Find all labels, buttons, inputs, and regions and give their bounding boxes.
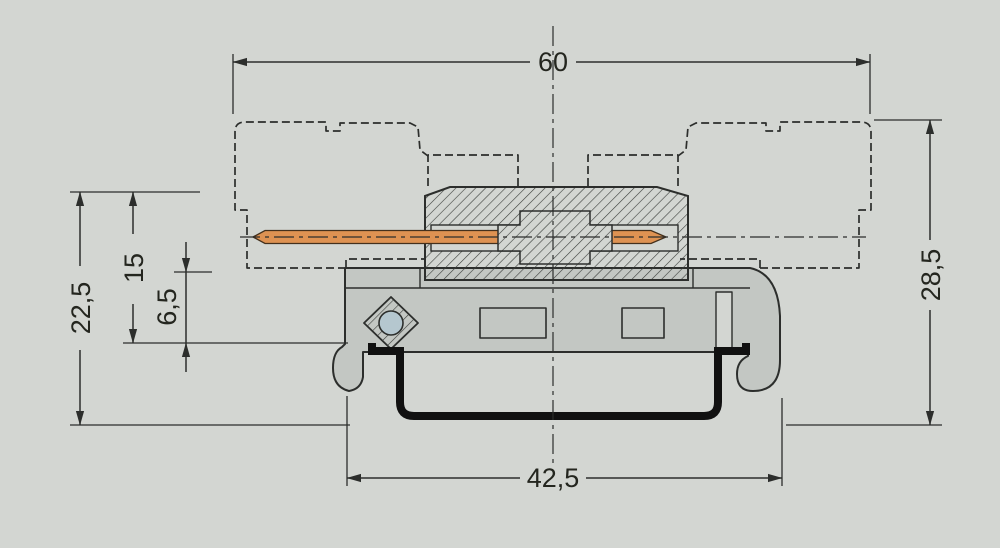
latch-slot [715,291,733,353]
dimension-overall-height: 28,5 [786,119,946,426]
mating-plug-left-outline [234,121,429,269]
din-rail [368,343,750,420]
dimension-header-to-rail: 15 [119,191,348,344]
mounting-screw-hole [378,310,404,336]
rail-adapter-body [332,267,781,392]
mating-plug-left-latch [427,154,519,186]
dimension-base-to-rail: 6,5 [152,242,212,372]
rail-adapter [332,267,781,392]
mating-plug-right-outline [677,121,872,269]
dim-label-overall-height: 28,5 [916,249,946,302]
mating-plugs-phantom [234,121,872,269]
center-lines [240,26,866,464]
mating-plug-left-base-line [345,258,426,268]
dimension-overall-width: 60 [232,47,871,114]
mating-plug-right-latch [587,154,679,186]
dim-label-adapter-width: 42,5 [527,463,580,493]
dim-label-header-to-rail: 15 [119,253,149,283]
dimensions-layer: 60 28,5 22,5 15 [66,47,946,493]
dim-label-base-to-rail: 6,5 [152,288,182,326]
dim-label-left-total-height: 22,5 [66,282,96,335]
mating-plug-right-base-line [680,258,761,268]
dim-label-overall-width: 60 [538,47,568,77]
adapter-window-left [479,307,547,339]
dimension-left-total-height: 22,5 [66,191,350,426]
adapter-window-right [621,307,665,339]
dimension-adapter-width: 42,5 [346,396,783,493]
